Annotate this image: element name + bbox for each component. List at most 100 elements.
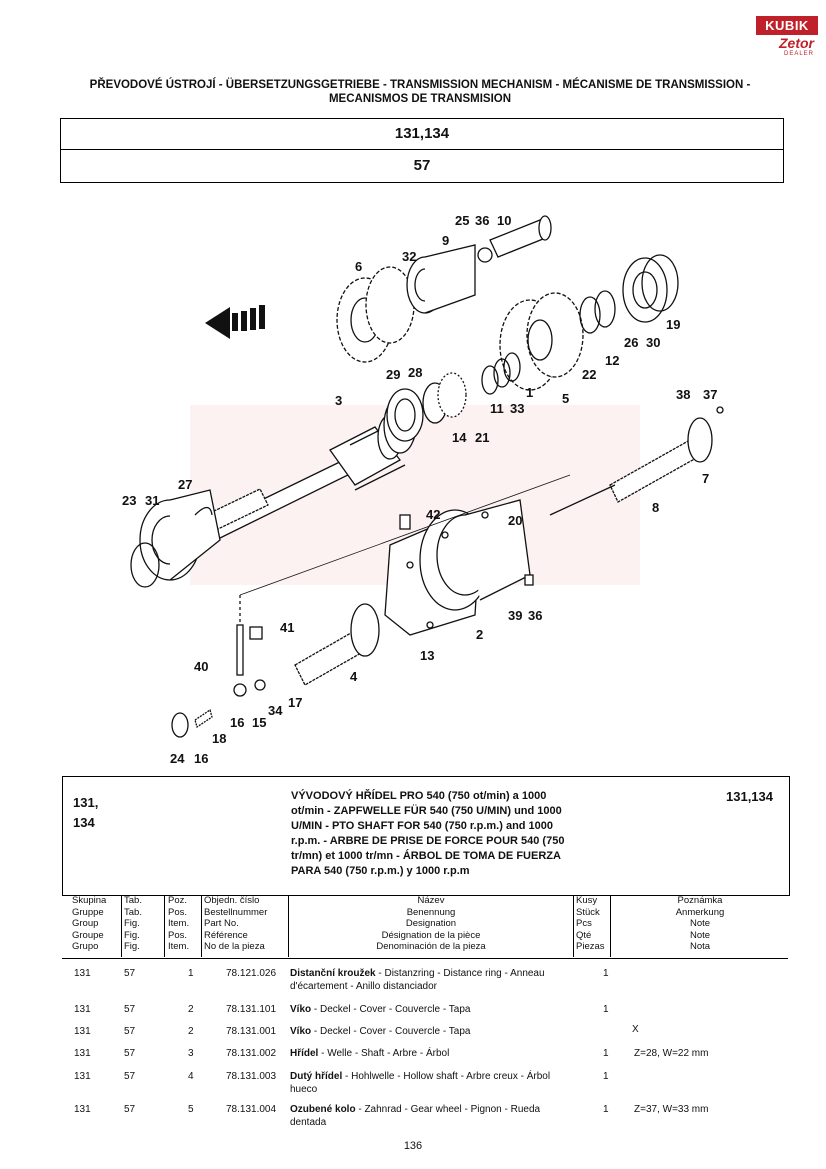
callout: 2 (476, 627, 484, 642)
cell-name: Dutý hřídel - Hohlwelle - Hollow shaft -… (290, 1071, 560, 1096)
cell-fig: 57 (124, 968, 136, 979)
callout: 21 (475, 430, 490, 445)
cell-fig: 57 (124, 1048, 136, 1059)
callout: 36 (528, 608, 543, 623)
col-fig: Tab. Tab. Fig. Fig. Fig. (124, 895, 142, 952)
cell-fig: 57 (124, 1004, 136, 1015)
name-rest: - Deckel - Cover - Couvercle - Tapa (311, 1004, 471, 1015)
cell-part: 78.121.026 (226, 968, 277, 979)
callout: 32 (402, 249, 417, 264)
page-number: 136 (403, 1140, 423, 1152)
callout: 12 (605, 353, 620, 368)
col-divider (201, 895, 202, 957)
callout: 8 (652, 500, 660, 515)
cell-part: 78.131.101 (226, 1004, 277, 1015)
col-divider (164, 895, 165, 957)
callout: 3 (335, 393, 343, 408)
cell-qty: 1 (603, 1004, 609, 1015)
cell-mark: X (632, 1024, 639, 1035)
callout: 10 (497, 213, 512, 228)
name-bold: Hřídel (290, 1048, 319, 1059)
callout: 16 (194, 751, 209, 766)
diagram-drawing (130, 215, 724, 738)
cell-name: Ozubené kolo - Zahnrad - Gear wheel - Pi… (290, 1104, 550, 1129)
name-rest: - Distanzring - Distance ring - Anneau d… (290, 968, 545, 992)
callout: 16 (230, 715, 245, 730)
cell-qty: 1 (603, 1104, 609, 1115)
model-box: 131,134 (60, 118, 784, 150)
callout: 31 (145, 493, 160, 508)
callout: 6 (355, 259, 363, 274)
callout: 20 (508, 513, 523, 528)
col-pos: Poz. Pos. Item. Pos. Item. (168, 895, 190, 952)
col-part: Objedn. číslo Bestellnummer Part No. Réf… (204, 895, 268, 952)
brand-tag: DEALER (783, 51, 814, 57)
cell-fig: 57 (124, 1104, 136, 1115)
callout: 42 (426, 507, 441, 522)
name-rest: - Zahnrad - Gear wheel - Pignon - Rueda … (290, 1104, 541, 1128)
cell-qty: 1 (603, 1071, 609, 1082)
group-number: 131, 134 (73, 795, 99, 830)
cell-group: 131 (74, 1104, 91, 1115)
cell-part: 78.131.003 (226, 1071, 277, 1082)
cell-part: 78.131.002 (226, 1048, 277, 1059)
cell-fig: 57 (124, 1071, 136, 1082)
col-divider (610, 895, 611, 957)
col-name: Název Benennung Designation Désignation … (376, 895, 486, 952)
group-info-box: 131, 134 VÝVODOVÝ HŘÍDEL PRO 540 (750 ot… (62, 776, 790, 896)
cell-pos: 2 (188, 1004, 194, 1015)
cell-pos: 5 (188, 1104, 194, 1115)
cell-fig: 57 (124, 1026, 136, 1037)
callout: 1 (526, 385, 534, 400)
cell-group: 131 (74, 1071, 91, 1082)
group-code: 131,134 (726, 789, 773, 804)
callout: 25 (455, 213, 470, 228)
callout: 11 (490, 401, 504, 416)
cell-qty: 1 (603, 1048, 609, 1059)
callout: 15 (252, 715, 267, 730)
direction-arrow-icon (205, 305, 265, 339)
callout: 5 (562, 391, 570, 406)
callout: 17 (288, 695, 303, 710)
callout: 30 (646, 335, 661, 350)
callout: 23 (122, 493, 137, 508)
name-bold: Víko (290, 1026, 312, 1037)
page-title: PŘEVODOVÉ ÚSTROJÍ - ÜBERSETZUNGSGETRIEBE… (89, 79, 751, 105)
cell-name: Víko - Deckel - Cover - Couvercle - Tapa (290, 1004, 550, 1017)
name-rest: - Welle - Shaft - Arbre - Árbol (318, 1048, 450, 1059)
callout: 39 (508, 608, 523, 623)
callout: 9 (442, 233, 450, 248)
callout: 14 (452, 430, 467, 445)
col-qty: Kusy Stück Pcs Qté Piezas (576, 895, 605, 952)
cell-pos: 2 (188, 1026, 194, 1037)
callout: 38 (676, 387, 691, 402)
brand-logo: KUBIK Zetor DEALER (756, 16, 818, 64)
callout: 27 (178, 477, 193, 492)
cell-part: 78.131.001 (226, 1026, 277, 1037)
header-rule (62, 958, 788, 959)
callout: 28 (408, 365, 423, 380)
col-divider (288, 895, 289, 957)
col-note: Poznámka Anmerkung Note Note Nota (675, 895, 725, 952)
cell-pos: 4 (188, 1071, 194, 1082)
cell-group: 131 (74, 1048, 91, 1059)
brand-sub: Zetor (779, 35, 814, 51)
cell-name: Víko - Deckel - Cover - Couvercle - Tapa (290, 1026, 550, 1039)
name-rest: - Hohlwelle - Hollow shaft - Arbre creux… (290, 1071, 551, 1095)
callout: 33 (510, 401, 525, 416)
col-divider (573, 895, 574, 957)
cell-note: Z=28, W=22 mm (634, 1048, 709, 1059)
exploded-diagram: 25 36 10 9 32 6 19 30 26 12 22 5 1 33 11… (100, 195, 740, 775)
brand-name: KUBIK (756, 16, 818, 35)
cell-name: Distanční kroužek - Distanzring - Distan… (290, 968, 550, 993)
callout: 41 (280, 620, 295, 635)
callout: 13 (420, 648, 435, 663)
cell-name: Hřídel - Welle - Shaft - Arbre - Árbol (290, 1048, 550, 1061)
callout: 19 (666, 317, 681, 332)
callout: 34 (268, 703, 283, 718)
callout: 40 (194, 659, 209, 674)
callout: 7 (702, 471, 710, 486)
name-rest: - Deckel - Cover - Couvercle - Tapa (311, 1026, 471, 1037)
callout: 18 (212, 731, 227, 746)
name-bold: Ozubené kolo (290, 1104, 356, 1115)
